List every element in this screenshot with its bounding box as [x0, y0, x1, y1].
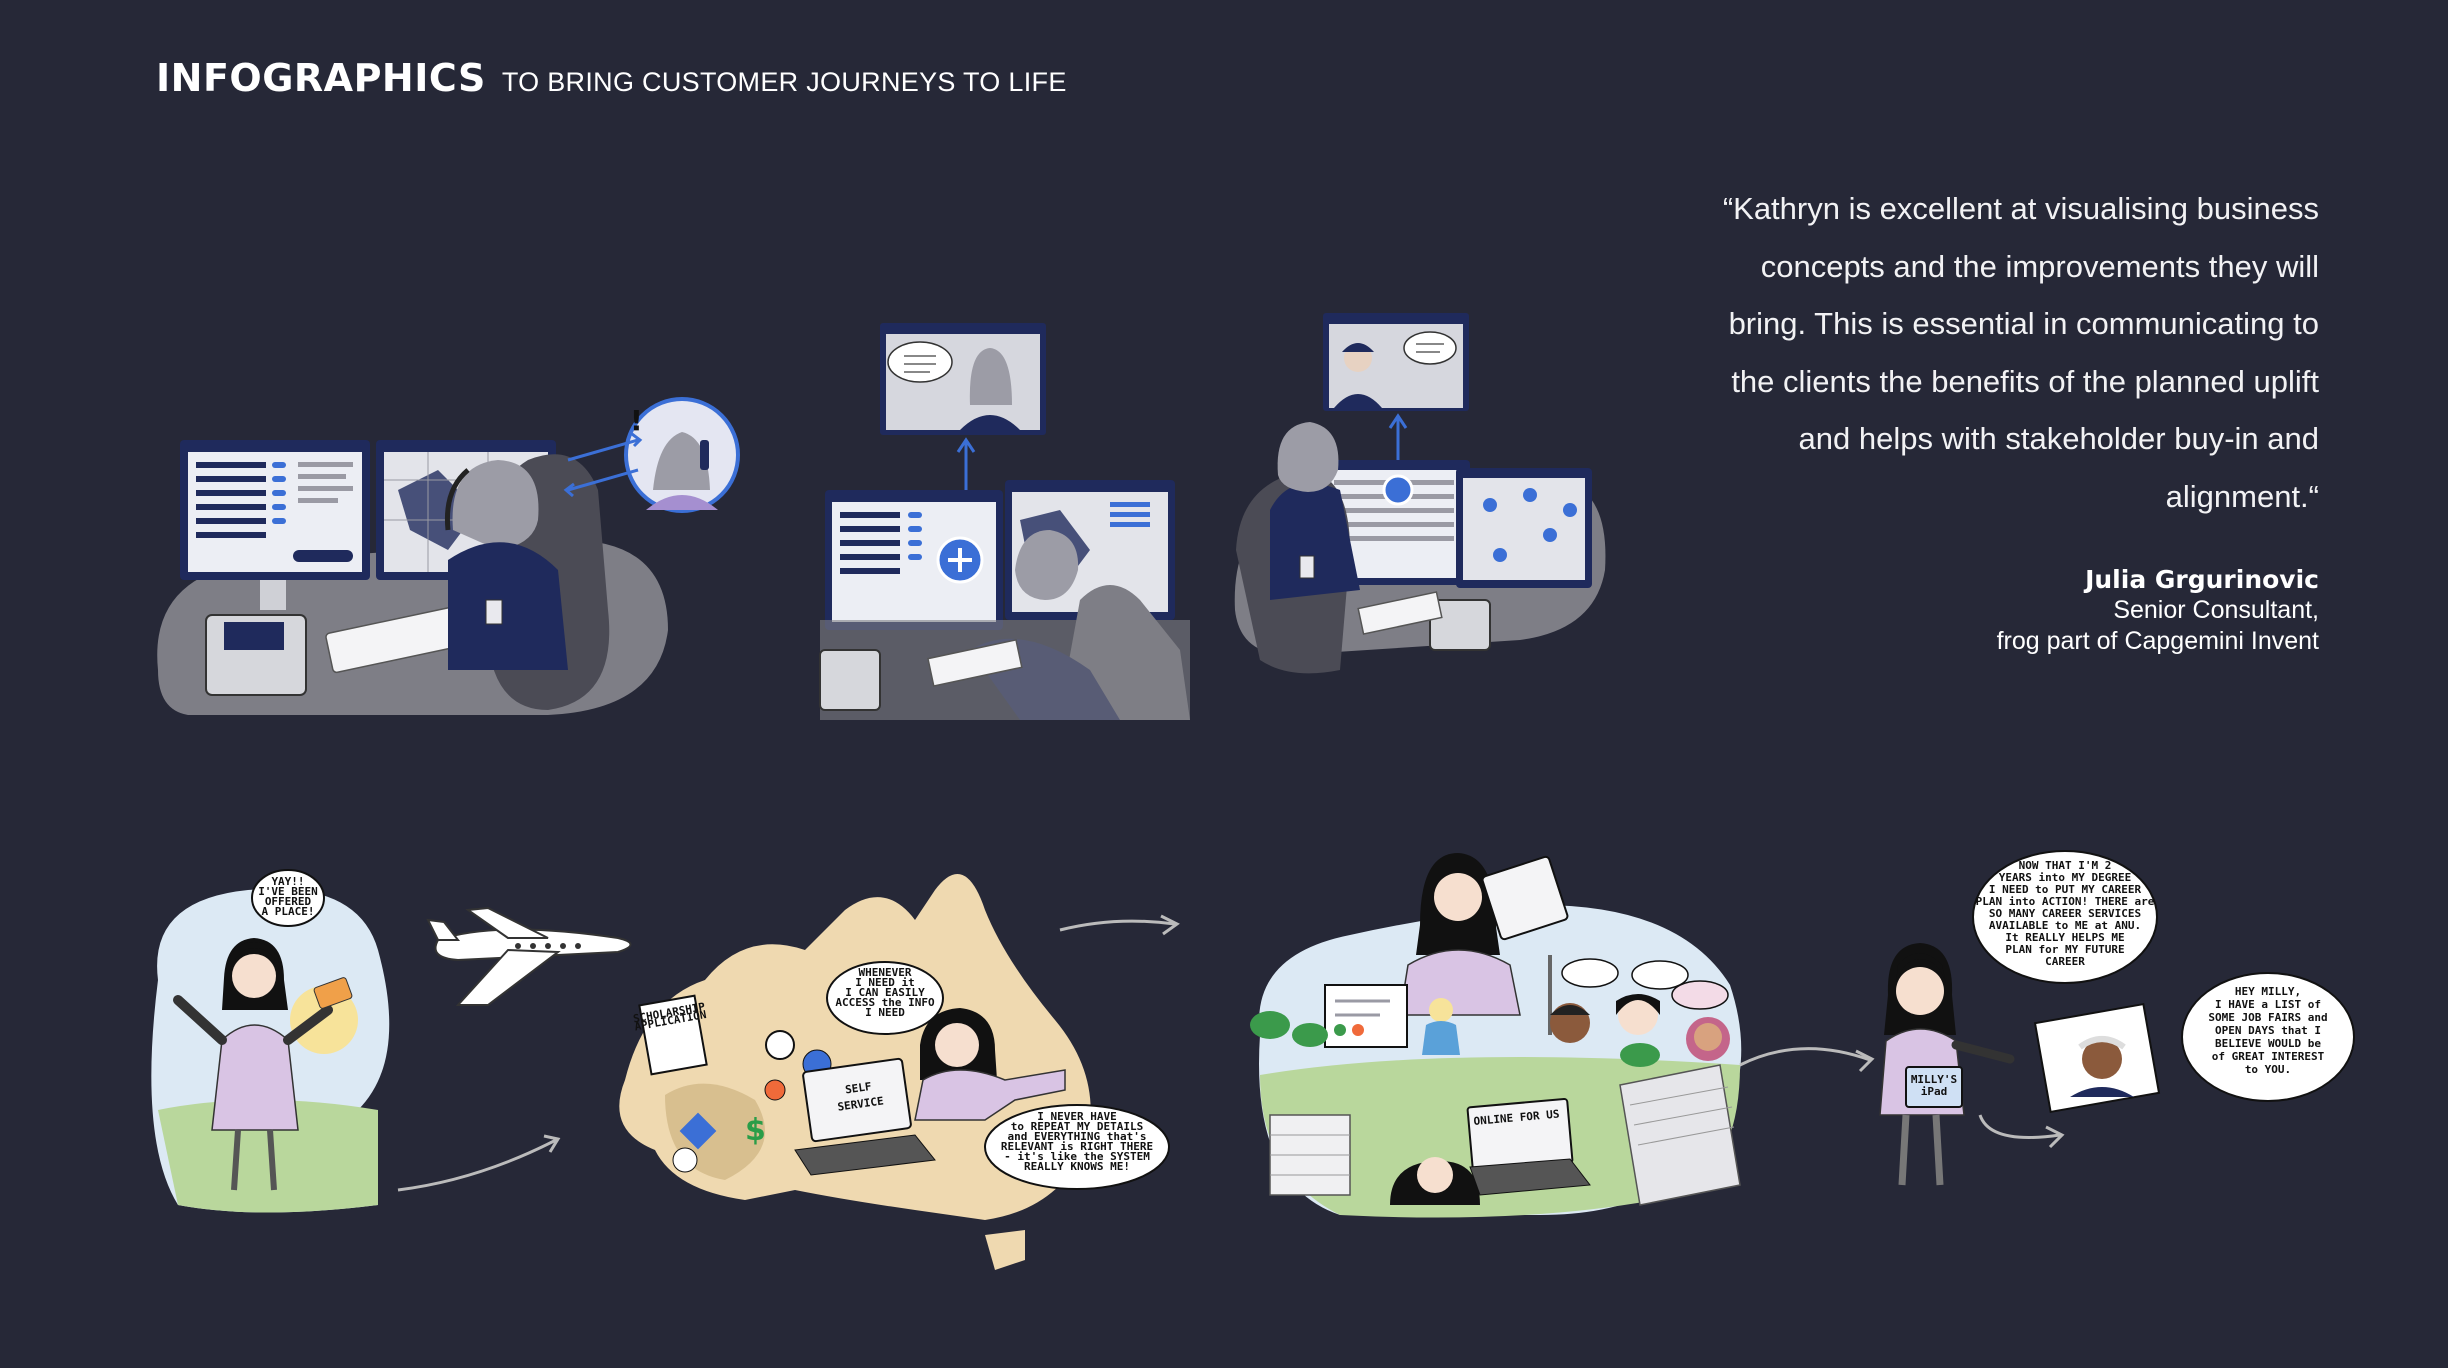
author-name: Julia Grgurinovic	[2085, 565, 2319, 594]
bubble-line: and EVERYTHING that's	[1007, 1130, 1146, 1143]
bubble-line: of GREAT INTEREST	[2212, 1050, 2325, 1063]
quote-line: alignment.“	[2165, 478, 2319, 514]
bubble-line: to REPEAT MY DETAILS	[1011, 1120, 1143, 1133]
bubble-line: ACCESS the INFO	[835, 996, 935, 1009]
bubble-line: - it's like the SYSTEM	[1004, 1150, 1150, 1163]
bubble-line: I NEED	[865, 1006, 905, 1019]
laptop-label: SELF	[844, 1080, 872, 1097]
bubble-line: I'VE BEEN	[258, 885, 318, 898]
svg-text:$: $	[745, 1113, 766, 1148]
bubble-line: A PLACE!	[262, 905, 315, 918]
testimonial-attribution: Julia Grgurinovic Senior Consultant, fro…	[1997, 564, 2319, 657]
quote-line: “Kathryn is excellent at visualising bus…	[1722, 191, 2319, 226]
bubble-line: YAY!!	[271, 875, 304, 888]
bubble-line: SO MANY CAREER SERVICES	[1989, 907, 2141, 920]
bubble-line: YEARS into MY DEGREE	[1999, 871, 2131, 884]
airplane-icon	[426, 906, 632, 1006]
svg-text:!: !	[630, 404, 643, 437]
student-offer-illustration: YAY!! I'VE BEEN OFFERED A PLACE!	[151, 869, 632, 1213]
bubble-line: PLAN into ACTION! THERE are	[1976, 895, 2155, 908]
self-service-australia-illustration: SCHOLARSHIP APPLICATION $ WHENEVER I NEE…	[619, 874, 1180, 1270]
bubble-line: It REALLY HELPS ME	[2005, 931, 2124, 944]
bubble-line: I CAN EASILY	[845, 986, 925, 999]
bubble-line: AVAILABLE to ME at ANU.	[1989, 919, 2141, 932]
bubble-line: I NEED it	[855, 976, 915, 989]
bubble-line: SOME JOB FAIRS and	[2208, 1011, 2327, 1024]
quote-line: and helps with stakeholder buy-in and	[1798, 421, 2319, 456]
quote-line: bring. This is essential in communicatin…	[1728, 306, 2319, 341]
laptop-label: SERVICE	[837, 1094, 885, 1113]
bubble-line: OPEN DAYS that I	[2215, 1024, 2321, 1037]
quote-line: the clients the benefits of the planned …	[1731, 363, 2319, 399]
page-subtitle: TO BRING CUSTOMER JOURNEYS TO LIFE	[501, 67, 1067, 97]
bubble-line: WHENEVER	[859, 966, 912, 979]
page-header: INFOGRAPHICS TO BRING CUSTOMER JOURNEYS …	[156, 56, 1067, 100]
ipad-label: MILLY'S	[1911, 1073, 1957, 1086]
bubble-line: OFFERED	[265, 895, 312, 908]
bubble-line: BELIEVE WOULD be	[2215, 1037, 2321, 1050]
contact-centre-agent-illustration: !	[157, 397, 740, 715]
bubble-line: I HAVE a LIST of	[2215, 998, 2321, 1011]
quote-line: concepts and the improvements they will	[1760, 248, 2319, 284]
bubble-line: HEY MILLY,	[2235, 985, 2301, 998]
agent-map-routing-illustration	[1234, 313, 1606, 674]
testimonial-quote: “Kathryn is excellent at visualising bus…	[1559, 180, 2319, 525]
bubble-line: I NEVER HAVE	[1037, 1110, 1116, 1123]
author-role: Senior Consultant,	[2113, 596, 2319, 624]
bubble-line: PLAN for MY FUTURE	[2005, 943, 2124, 956]
bubble-line: RELEVANT is RIGHT THERE	[1001, 1140, 1153, 1153]
career-planning-illustration: NOW THAT I'M 2 YEARS into MY DEGREE I NE…	[1739, 850, 2355, 1186]
bubble-line: I NEED to PUT MY CAREER	[1989, 883, 2142, 896]
bubble-line: CAREER	[2045, 955, 2085, 968]
bubble-line: to YOU.	[2245, 1063, 2291, 1076]
bubble-line: NOW THAT I'M 2	[2019, 859, 2112, 872]
campus-community-illustration: ONLINE FOR US	[1250, 853, 1742, 1218]
agent-video-call-illustration	[819, 323, 1190, 720]
ipad-label: iPad	[1921, 1085, 1948, 1098]
bubble-line: REALLY KNOWS ME!	[1024, 1160, 1130, 1173]
author-org: frog part of Capgemini Invent	[1996, 627, 2319, 655]
page-title: INFOGRAPHICS	[156, 56, 486, 100]
